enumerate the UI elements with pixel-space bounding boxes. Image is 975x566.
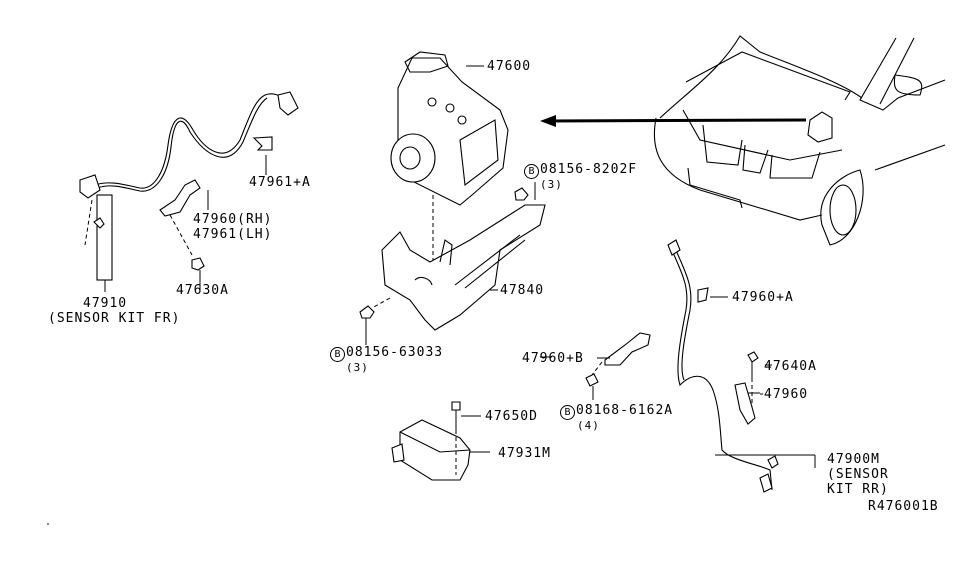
part-label-47910: 47910	[83, 296, 128, 311]
part-desc-sensor-kit-fr: (SENSOR KIT FR)	[48, 311, 181, 326]
part-label-47960-rh: 47960(RH)	[193, 212, 273, 227]
reference-code: R476001B	[868, 499, 939, 514]
part-desc-sensor-line2: KIT RR)	[827, 482, 889, 497]
part-desc-sensor-line1: (SENSOR	[827, 467, 889, 482]
b-marker-icon: B	[330, 347, 345, 362]
part-label-47931m: 47931M	[498, 446, 551, 461]
part-label-47600: 47600	[487, 59, 532, 74]
part-qty-08156-63033: (3)	[346, 361, 369, 374]
front-sensor-illustration	[79, 91, 299, 292]
part-label-47961-lh: 47961(LH)	[193, 227, 273, 242]
arrow-icon	[540, 115, 556, 127]
part-label-47900m: 47900M	[827, 452, 880, 467]
part-label-47640a: 47640A	[764, 359, 817, 374]
b-marker-icon: B	[560, 405, 575, 420]
part-label-47840: 47840	[500, 283, 545, 298]
part-label-47650d: 47650D	[485, 409, 538, 424]
part-label-47960: 47960	[764, 387, 809, 402]
part-qty-08156-8202f: (3)	[540, 178, 563, 191]
part-label-47960-a: 47960+A	[732, 290, 794, 305]
part-label-47960-b: 47960+B	[522, 351, 584, 366]
vehicle-illustration	[540, 35, 946, 246]
part-qty-08168-6162a: (4)	[577, 419, 600, 432]
part-label-47961-a: 47961+A	[249, 175, 311, 190]
rear-sensor-illustration	[585, 239, 816, 493]
bracket-illustration	[359, 182, 546, 345]
abs-actuator-illustration	[390, 51, 509, 265]
part-label-47630a: 47630A	[176, 283, 229, 298]
b-marker-icon: B	[524, 164, 539, 179]
yaw-sensor-illustration	[391, 401, 490, 481]
